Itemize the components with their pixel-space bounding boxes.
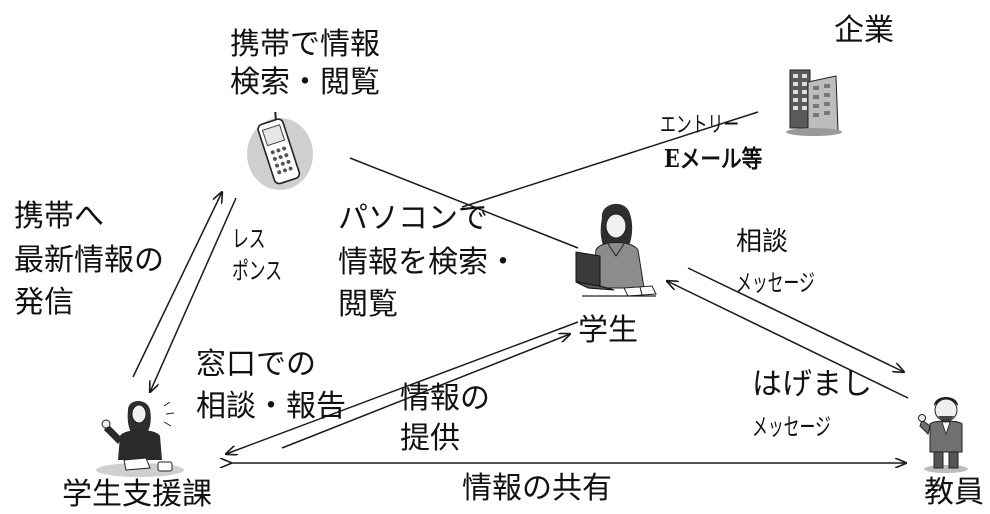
edge-mobile-push-line2: 最新情報の (14, 243, 164, 278)
edge-info-share-label: 情報の共有 (462, 471, 612, 506)
node-mobile-search-line2: 検索・閲覧 (230, 65, 380, 100)
student-pc-icon (575, 203, 657, 297)
line-student-company (461, 111, 759, 208)
arrow-student-to-faculty (687, 267, 904, 372)
edge-counter-consult-line2: 相談・報告 (196, 389, 346, 424)
edge-message2-label: メッセージ (752, 413, 831, 441)
edge-mobile-push-line1: 携帯へ (14, 199, 104, 234)
edge-response-line1: レス (232, 225, 266, 253)
edge-pc-search-line2: 情報を検索・ (338, 245, 518, 280)
edge-response-line2: ポンス (232, 257, 283, 285)
edge-encourage-label: はげまし (752, 367, 872, 402)
teacher-icon (918, 397, 968, 473)
arrow-mobile-to-support (150, 197, 237, 392)
edge-mobile-push-line3: 発信 (14, 285, 74, 320)
arrow-support-to-student (281, 334, 570, 449)
building-icon (786, 69, 842, 136)
node-student-support-label: 学生支援課 (62, 477, 212, 512)
node-company-label: 企業 (834, 13, 894, 48)
line-mobile-student (349, 157, 579, 249)
edge-info-provide-line1: 情報の (400, 381, 490, 416)
edge-info-provide-line2: 提供 (400, 421, 460, 456)
mobile-phone-icon (247, 112, 313, 190)
edge-counter-consult-line1: 窓口での (196, 347, 316, 382)
node-student-label: 学生 (578, 313, 638, 348)
edge-consult-label: 相談 (736, 227, 789, 257)
node-faculty-label: 教員 (924, 475, 984, 510)
edge-pc-search-line3: 閲覧 (338, 287, 398, 322)
arrow-support-to-mobile (132, 192, 222, 378)
support-staff-icon (96, 401, 184, 477)
arrow-faculty-to-student (667, 281, 909, 399)
edge-entry-label: エントリー (660, 113, 740, 138)
node-mobile-search-line1: 携帯で情報 (230, 27, 380, 62)
edge-pc-search-line1: パソコンで (338, 201, 488, 236)
arrow-student-to-support (226, 321, 579, 454)
edge-email-label: Eメール等 (664, 144, 763, 173)
edge-message1-label: メッセージ (736, 269, 815, 297)
